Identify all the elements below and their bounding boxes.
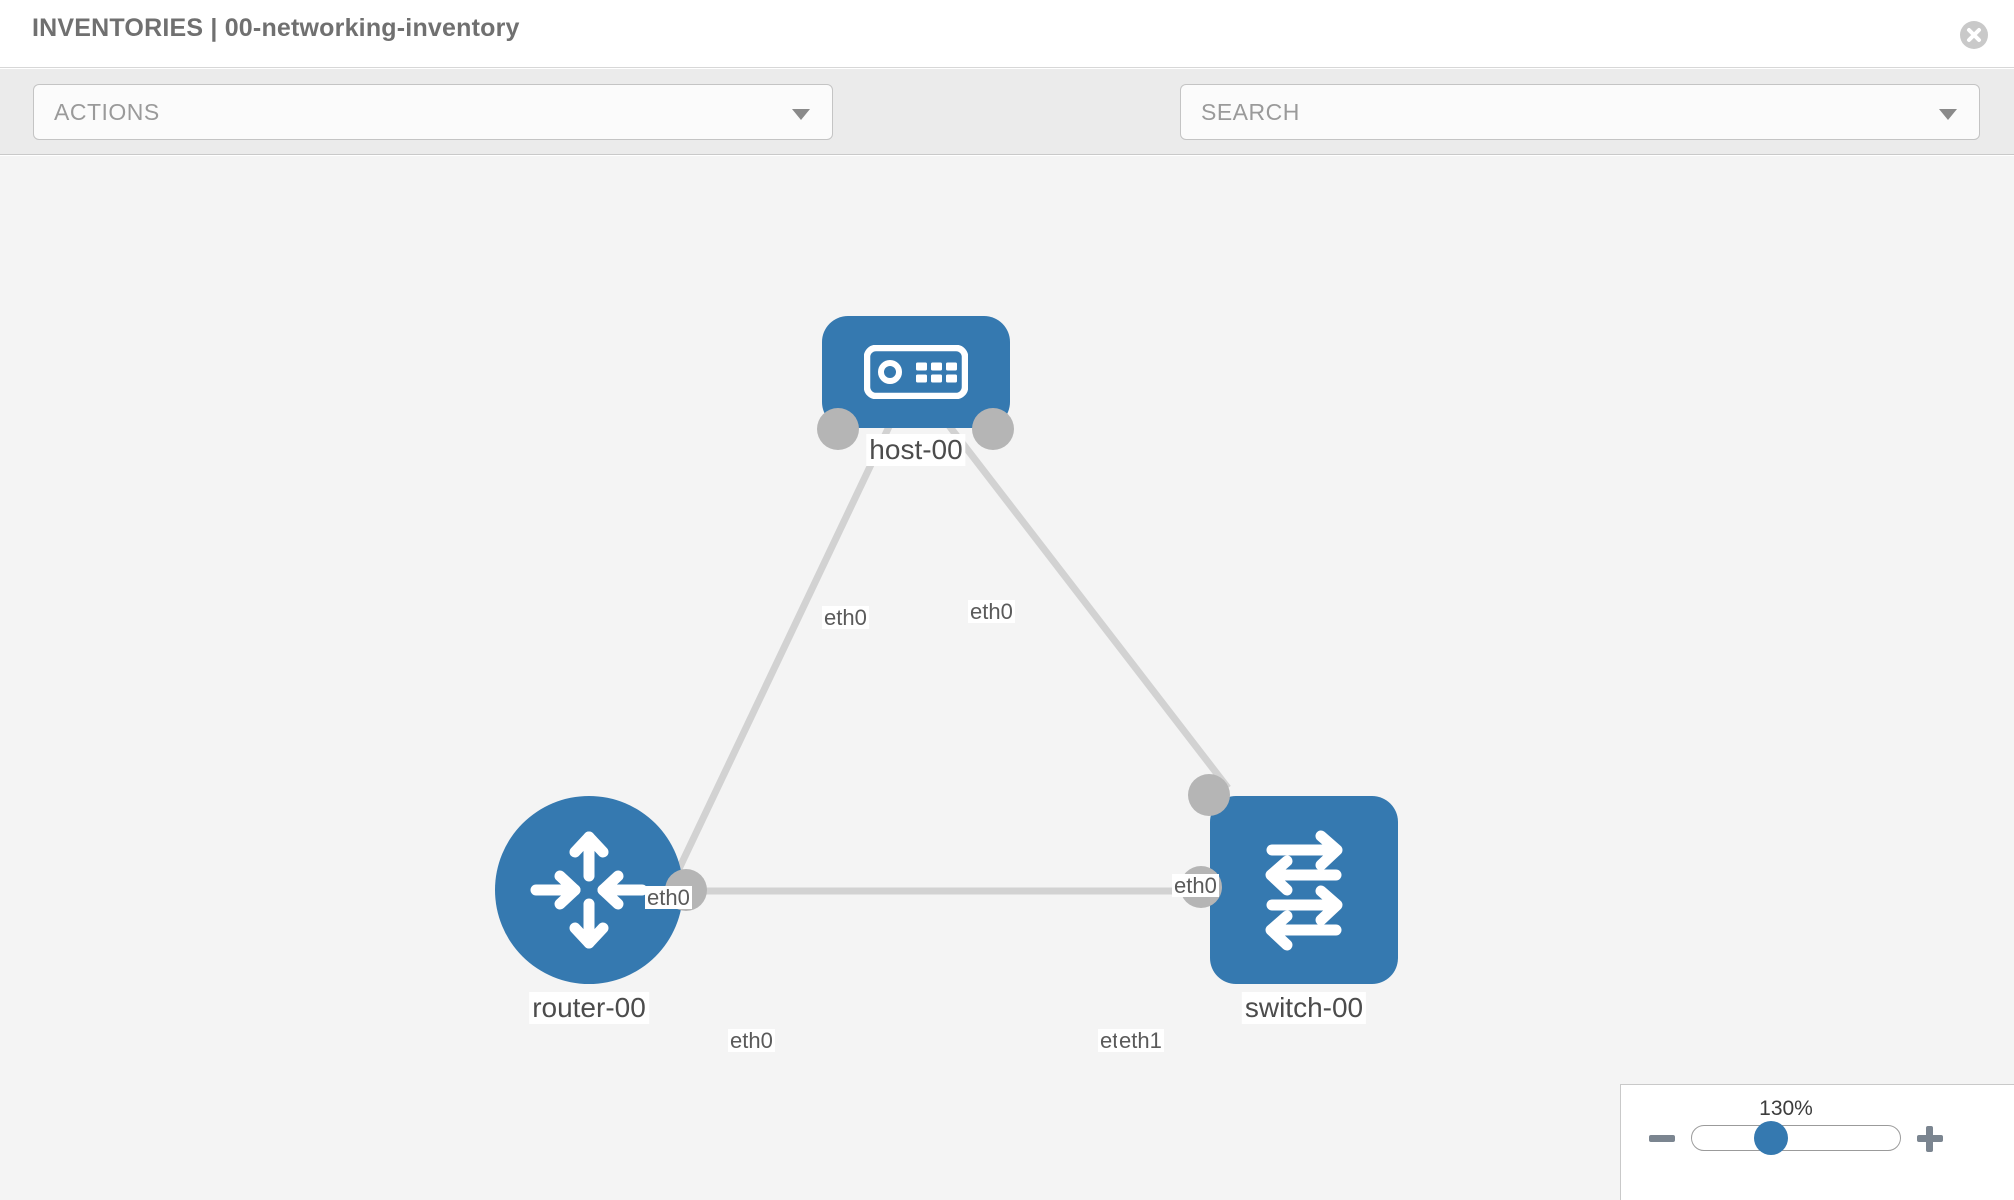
iface-label-host-left: eth0 xyxy=(822,605,869,630)
toolbar: ACTIONS SEARC xyxy=(0,69,2014,197)
server-icon xyxy=(864,345,968,399)
node-host-shape xyxy=(822,316,1010,428)
zoom-in-button-vertical[interactable] xyxy=(1926,1126,1933,1152)
actions-dropdown-label: ACTIONS xyxy=(54,99,160,125)
actions-dropdown[interactable]: ACTIONS xyxy=(33,84,833,140)
iface-label-switch-left: eth1 xyxy=(1117,1028,1164,1053)
port-switch-eth0-top[interactable] xyxy=(1188,774,1230,816)
node-switch-00[interactable]: switch-00 xyxy=(1180,774,1398,1024)
window-header: INVENTORIES | 00-networking-inventory xyxy=(0,0,2014,68)
iface-label-router-up: eth0 xyxy=(645,885,692,910)
zoom-control-panel: 130% xyxy=(1620,1084,2014,1200)
node-router-00-label: router-00 xyxy=(529,992,649,1024)
iface-label-host-right: eth0 xyxy=(968,599,1015,624)
chevron-down-icon[interactable] xyxy=(1939,109,1957,120)
node-host-00[interactable]: host-00 xyxy=(817,316,1014,466)
port-host-eth0-left[interactable] xyxy=(817,408,859,450)
search-input[interactable]: SEARCH xyxy=(1180,84,1980,140)
search-placeholder: SEARCH xyxy=(1201,99,1300,125)
zoom-level-value: 130% xyxy=(1759,1097,1813,1120)
zoom-slider-track[interactable] xyxy=(1691,1125,1901,1151)
zoom-slider-thumb[interactable] xyxy=(1754,1121,1788,1155)
chevron-down-icon xyxy=(792,109,810,120)
node-switch-00-label: switch-00 xyxy=(1241,992,1367,1024)
edge-host-switch xyxy=(937,411,1231,791)
zoom-out-button[interactable] xyxy=(1649,1135,1675,1142)
node-switch-shape xyxy=(1210,796,1398,984)
node-router-00[interactable]: router-00 xyxy=(495,796,707,1024)
switch-arrows-icon xyxy=(1265,830,1343,951)
node-router-shape xyxy=(495,796,683,984)
topology-canvas[interactable]: host-00 eth0 eth0 xyxy=(0,156,2014,1200)
port-host-eth0-right[interactable] xyxy=(972,408,1014,450)
edge-host-router xyxy=(636,412,899,953)
iface-label-switch-up: eth0 xyxy=(1172,873,1219,898)
close-icon[interactable] xyxy=(1959,20,1989,50)
topology-edges xyxy=(636,411,1231,953)
node-host-00-label: host-00 xyxy=(866,434,966,466)
router-arrows-icon xyxy=(530,831,648,949)
iface-label-router-right: eth0 xyxy=(728,1028,775,1053)
page-title: INVENTORIES | 00-networking-inventory xyxy=(32,14,520,42)
